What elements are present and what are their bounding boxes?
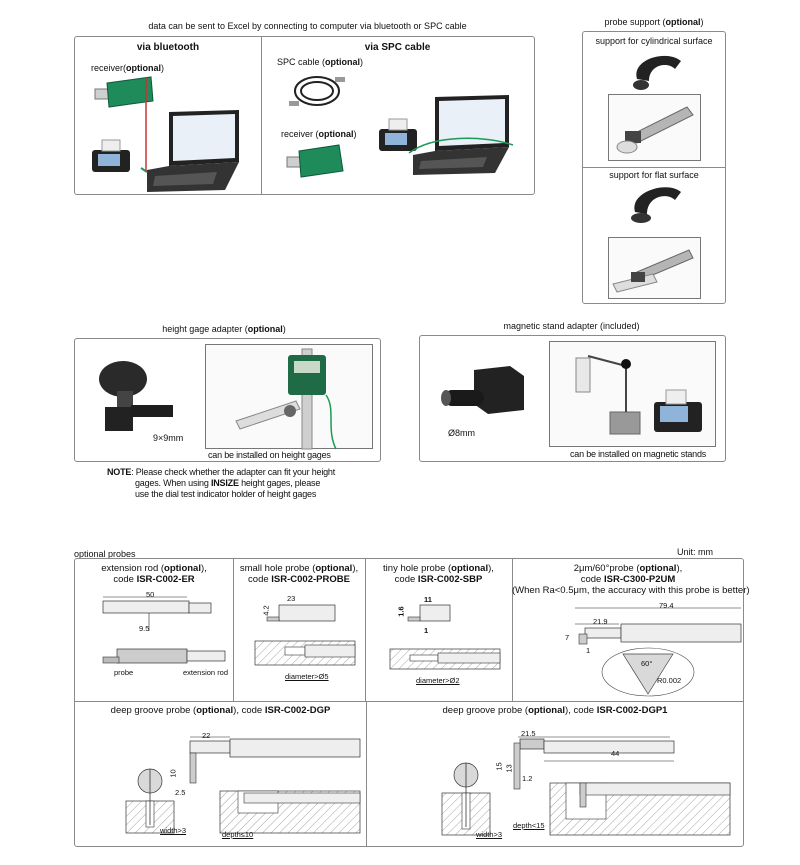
tiny-hole-dim-h: 1.6 (396, 606, 406, 617)
dgp-dim-length: 22 (202, 731, 211, 740)
optional-probes-title: optional probes (74, 549, 136, 559)
height-gage-size: 9×9mm (153, 433, 184, 443)
tiny-hole-heading: tiny hole probe (optional), code ISR-C00… (383, 563, 494, 585)
small-hole-heading: small hole probe (optional), code ISR-C0… (239, 563, 359, 585)
p2um-heading: 2μm/60°probe (optional), code ISR-C300-P… (512, 563, 750, 596)
laptop-spc-icon (408, 95, 514, 175)
magnetic-adapter-icon (441, 366, 524, 414)
spc-heading: via SPC cable (364, 42, 431, 53)
dgp-width: width>3 (160, 826, 187, 835)
ext-rod-dim-dia: 9.5 (139, 624, 150, 633)
magnetic-caption: can be installed on magnetic stands (570, 449, 707, 459)
dgp1-dim-h1: 15 (494, 762, 504, 771)
dgp1-dim-h2: 13 (504, 764, 514, 773)
receiver-spc-label: receiver (optional) (281, 129, 357, 139)
dgp1-drawing (441, 736, 731, 836)
height-gage-title: height gage adapter (optional) (162, 324, 286, 334)
note-brand: INSIZE (210, 478, 239, 488)
p2um-dim-tip: 21.9 (593, 617, 608, 626)
flat-support-icon (631, 187, 681, 223)
magnetic-panel: Ø8mm can be installed on magnetic stands (419, 335, 726, 462)
height-gage-note: NOTE: Please check whether the adapter c… (107, 467, 336, 499)
support-flat-label: support for flat surface (609, 170, 699, 180)
dgp1-heading: deep groove probe (optional), code ISR-C… (442, 705, 668, 716)
dgp-dim-t: 2.5 (175, 788, 186, 797)
dgp1-depth: depth<15 (513, 821, 545, 830)
dgp1-width: width>3 (476, 830, 503, 839)
ext-rod-heading: extension rod (optional), code ISR-C002-… (101, 563, 207, 585)
small-hole-dim-length: 23 (287, 594, 296, 603)
magnetic-title: magnetic stand adapter (included) (503, 321, 640, 331)
p2um-radius: R0.002 (657, 676, 682, 685)
small-hole-note: diameter>Ø5 (285, 672, 329, 681)
unit-label: Unit: mm (677, 547, 713, 557)
spc-cable-icon (289, 76, 345, 106)
tiny-hole-drawing (389, 604, 501, 670)
note-label: NOTE (107, 467, 132, 477)
cylindrical-support-photo (608, 94, 701, 161)
optional-probes-table: extension rod (optional), code ISR-C002-… (74, 558, 750, 847)
dgp1-dim-t: 1.2 (522, 774, 533, 783)
data-transfer-title: data can be sent to Excel by connecting … (148, 21, 467, 31)
bluetooth-receiver-icon (94, 76, 154, 108)
dgp-drawing (125, 736, 361, 834)
tiny-hole-note: diameter>Ø2 (416, 676, 460, 685)
small-hole-drawing (254, 604, 356, 666)
dgp1-dim-total: 44 (611, 749, 620, 758)
dgp-depth: depth≤10 (222, 830, 254, 839)
probe-support-title: probe support (optional) (604, 17, 704, 27)
tester-device-icon (92, 139, 130, 172)
spc-cable-label: SPC cable (optional) (277, 57, 364, 67)
ext-rod-label-probe: probe (114, 668, 134, 677)
panel-divider (261, 37, 262, 194)
probe-support-panel: support for cylindrical surface support … (582, 31, 726, 304)
p2um-angle: 60° (641, 659, 653, 668)
flat-support-photo (608, 237, 701, 299)
receiver-bt-label: receiver(optional) (91, 63, 165, 73)
tiny-hole-dim-t: 1 (424, 626, 429, 635)
ext-rod-dim-length: 50 (146, 590, 155, 599)
support-cylindrical-label: support for cylindrical surface (595, 36, 713, 46)
p2um-drawing (575, 607, 742, 697)
magnetic-photo (549, 341, 716, 447)
height-gage-photo (205, 344, 373, 450)
ext-rod-drawing (102, 596, 226, 664)
dgp1-dim-length: 21.5 (521, 729, 536, 738)
dgp-dim-h: 10 (168, 769, 178, 778)
height-gage-caption: can be installed on height gages (208, 450, 331, 460)
p2um-dim-t: 1 (586, 646, 591, 655)
bluetooth-heading: via bluetooth (136, 42, 200, 53)
small-hole-dim-h: 4.2 (261, 605, 271, 616)
data-transfer-panel: via bluetooth via SPC cable receiver(opt… (74, 36, 535, 195)
height-gage-adapter-icon (99, 361, 173, 431)
usb-receiver-icon (286, 144, 344, 178)
magnetic-size: Ø8mm (448, 428, 475, 438)
p2um-dim-total: 79.4 (659, 601, 674, 610)
cylindrical-support-icon (633, 55, 681, 90)
dgp-heading: deep groove probe (optional), code ISR-C… (110, 705, 331, 716)
height-gage-panel: 9×9mm can be installed on height gages (74, 338, 381, 462)
bluetooth-link-line (145, 77, 147, 172)
tiny-hole-dim-length: 11 (424, 595, 432, 604)
laptop-icon (140, 110, 239, 192)
p2um-dim-h: 7 (565, 633, 570, 642)
ext-rod-label-rod: extension rod (183, 668, 229, 677)
tester-device-spc-icon (379, 118, 417, 151)
